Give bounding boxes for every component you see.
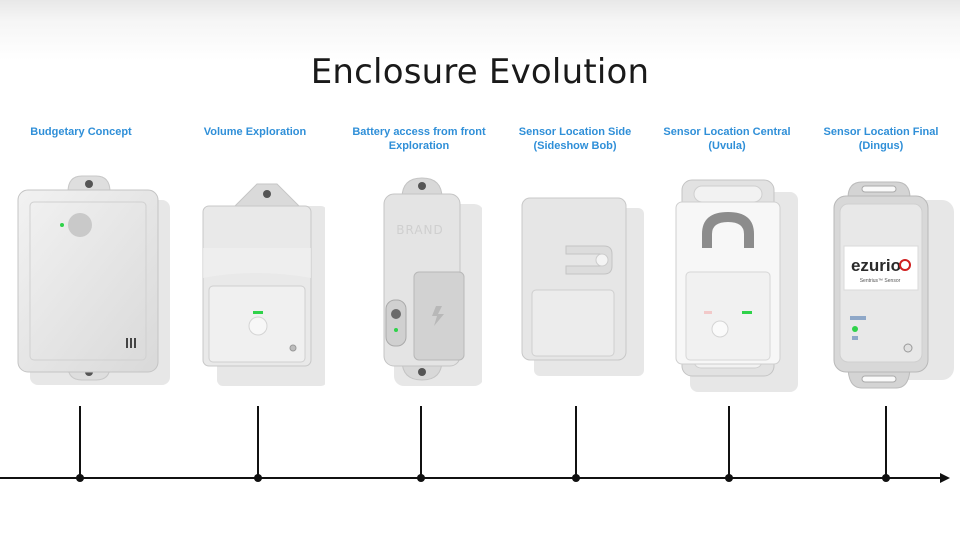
timeline-dot-budgetary-concept	[76, 474, 84, 482]
timeline-dot-sensor-final	[882, 474, 890, 482]
timeline-dot-sensor-central	[725, 474, 733, 482]
timeline	[0, 406, 950, 483]
stage-label-line1: Sensor Location Central	[663, 126, 791, 138]
device-budgetary-concept	[17, 175, 170, 385]
stage-label-battery-access: Battery access from front Exploration	[344, 125, 494, 153]
ezurio-logo-text: ezurio	[851, 256, 901, 275]
timeline-dot-sensor-side	[572, 474, 580, 482]
stage-label-line2: Exploration	[388, 140, 450, 152]
stage-label-line1: Battery access from front	[352, 126, 486, 138]
stage-label-line1: Sensor Location Final	[823, 126, 939, 138]
device-sensor-final: ezurio Sentrius™ Sensor	[833, 181, 954, 389]
device-sensor-side	[521, 197, 644, 376]
stage-label-volume-exploration: Volume Exploration	[180, 125, 330, 139]
stage-label-sensor-final: Sensor Location Final (Dingus)	[806, 125, 956, 153]
device-volume-exploration	[202, 183, 325, 386]
stage-label-sensor-central: Sensor Location Central (Uvula)	[652, 125, 802, 153]
sentrius-sensor-text: Sentrius™ Sensor	[860, 278, 901, 284]
brand-embossed-text: BRAND	[396, 223, 444, 237]
stage-label-line2: (Dingus)	[858, 140, 904, 152]
stage-label-line1: Volume Exploration	[203, 126, 307, 138]
device-battery-access: BRAND	[383, 177, 482, 386]
stage-label-sensor-side: Sensor Location Side (Sideshow Bob)	[500, 125, 650, 153]
stage-label-line2: (Sideshow Bob)	[533, 140, 617, 152]
timeline-dot-volume-exploration	[254, 474, 262, 482]
timeline-arrowhead	[940, 473, 950, 483]
stage-label-line2: (Uvula)	[708, 140, 746, 152]
timeline-dot-battery-access	[417, 474, 425, 482]
stage-label-budgetary-concept: Budgetary Concept	[6, 125, 156, 139]
slide-title: Enclosure Evolution	[310, 52, 650, 92]
device-sensor-central	[675, 179, 798, 392]
stage-label-line1: Budgetary Concept	[30, 126, 132, 138]
stage-label-line1: Sensor Location Side	[518, 126, 632, 138]
